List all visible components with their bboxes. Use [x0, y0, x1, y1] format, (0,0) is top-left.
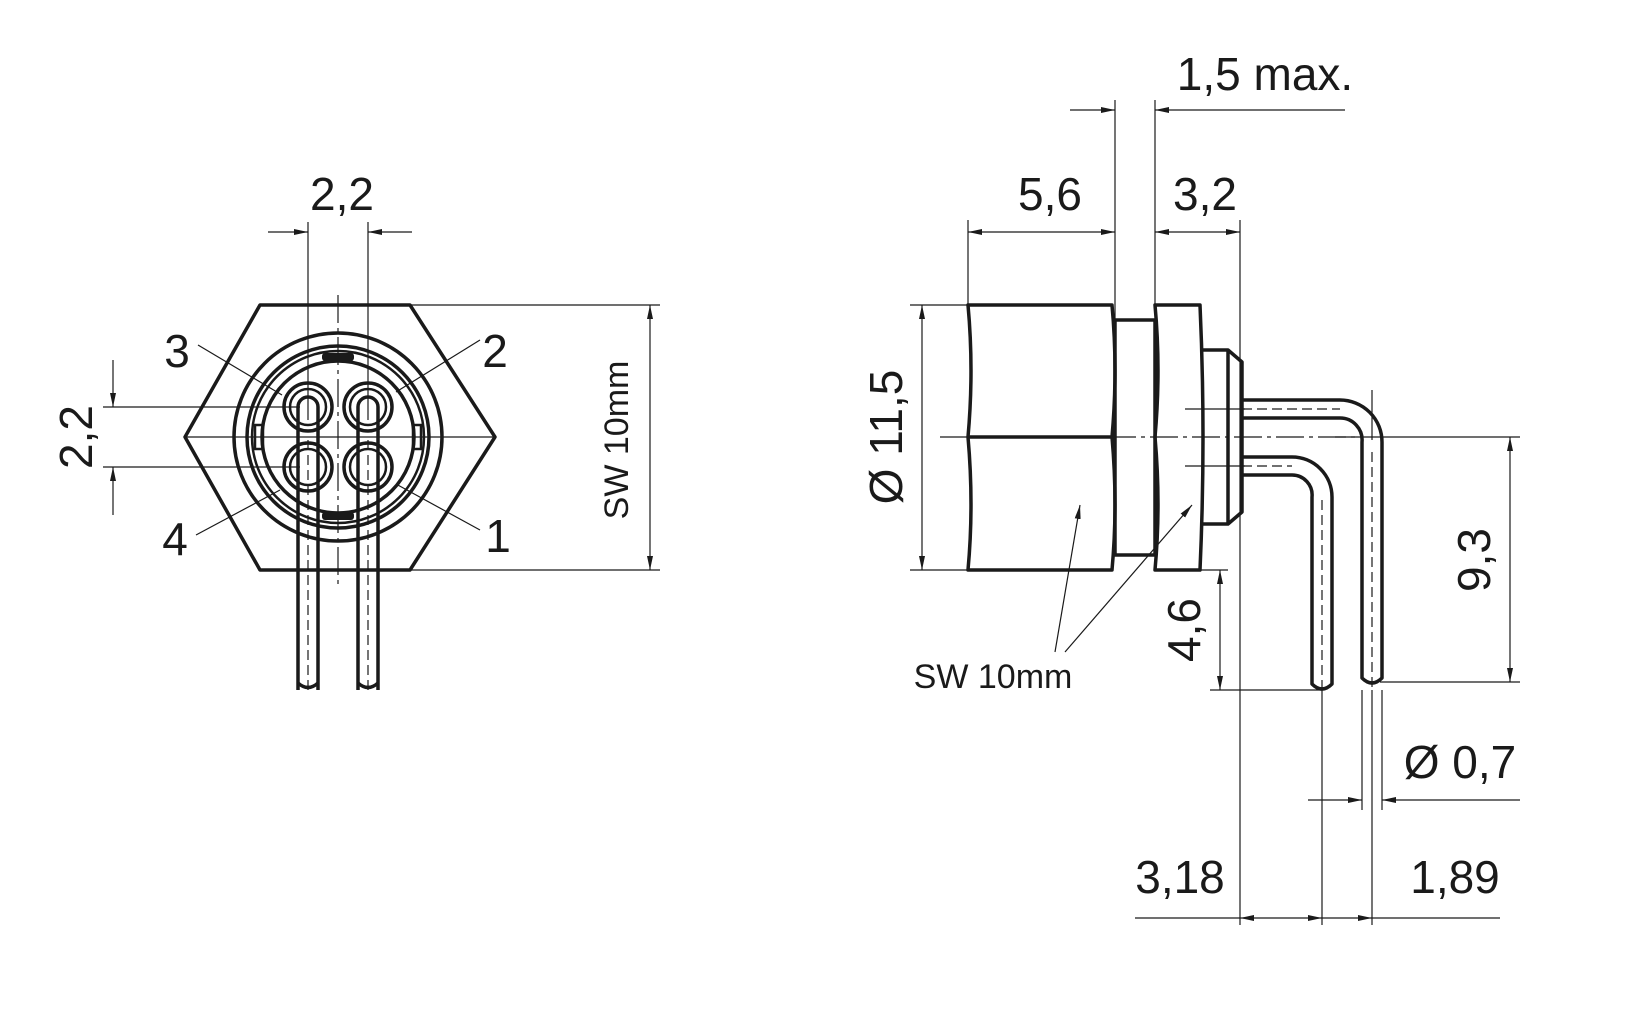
pin-label-2: 2 [482, 325, 508, 377]
dim-offset: 4,6 [1158, 598, 1210, 662]
side-view: 1,5 max. 5,6 3,2 Ø 11,5 SW 10mm 4,6 9,3 … [860, 48, 1520, 925]
pin-label-3: 3 [164, 325, 190, 377]
dim-pin-offset-2: 1,89 [1410, 851, 1500, 903]
dim-wrench-size-front: SW 10mm [598, 361, 636, 520]
dim-pin-diameter: Ø 0,7 [1404, 736, 1517, 788]
pin-label-1: 1 [485, 510, 511, 562]
dim-nut-length: 3,2 [1173, 168, 1237, 220]
dim-pin-length: 9,3 [1448, 528, 1500, 592]
dim-body-length: 5,6 [1018, 168, 1082, 220]
front-view: 2,2 2,2 SW 10mm 3 2 4 1 [50, 168, 660, 690]
bent-pins [1185, 390, 1384, 691]
dim-max: 1,5 max. [1177, 48, 1353, 100]
dim-diameter: Ø 11,5 [860, 370, 912, 505]
dim-pitch-vertical: 2,2 [50, 405, 102, 469]
nut [1153, 303, 1205, 572]
wrench-size-side: SW 10mm [914, 658, 1073, 696]
dim-pin-offset-1: 3,18 [1135, 851, 1225, 903]
dim-pitch-horizontal: 2,2 [310, 168, 374, 220]
pin-label-4: 4 [162, 513, 188, 565]
